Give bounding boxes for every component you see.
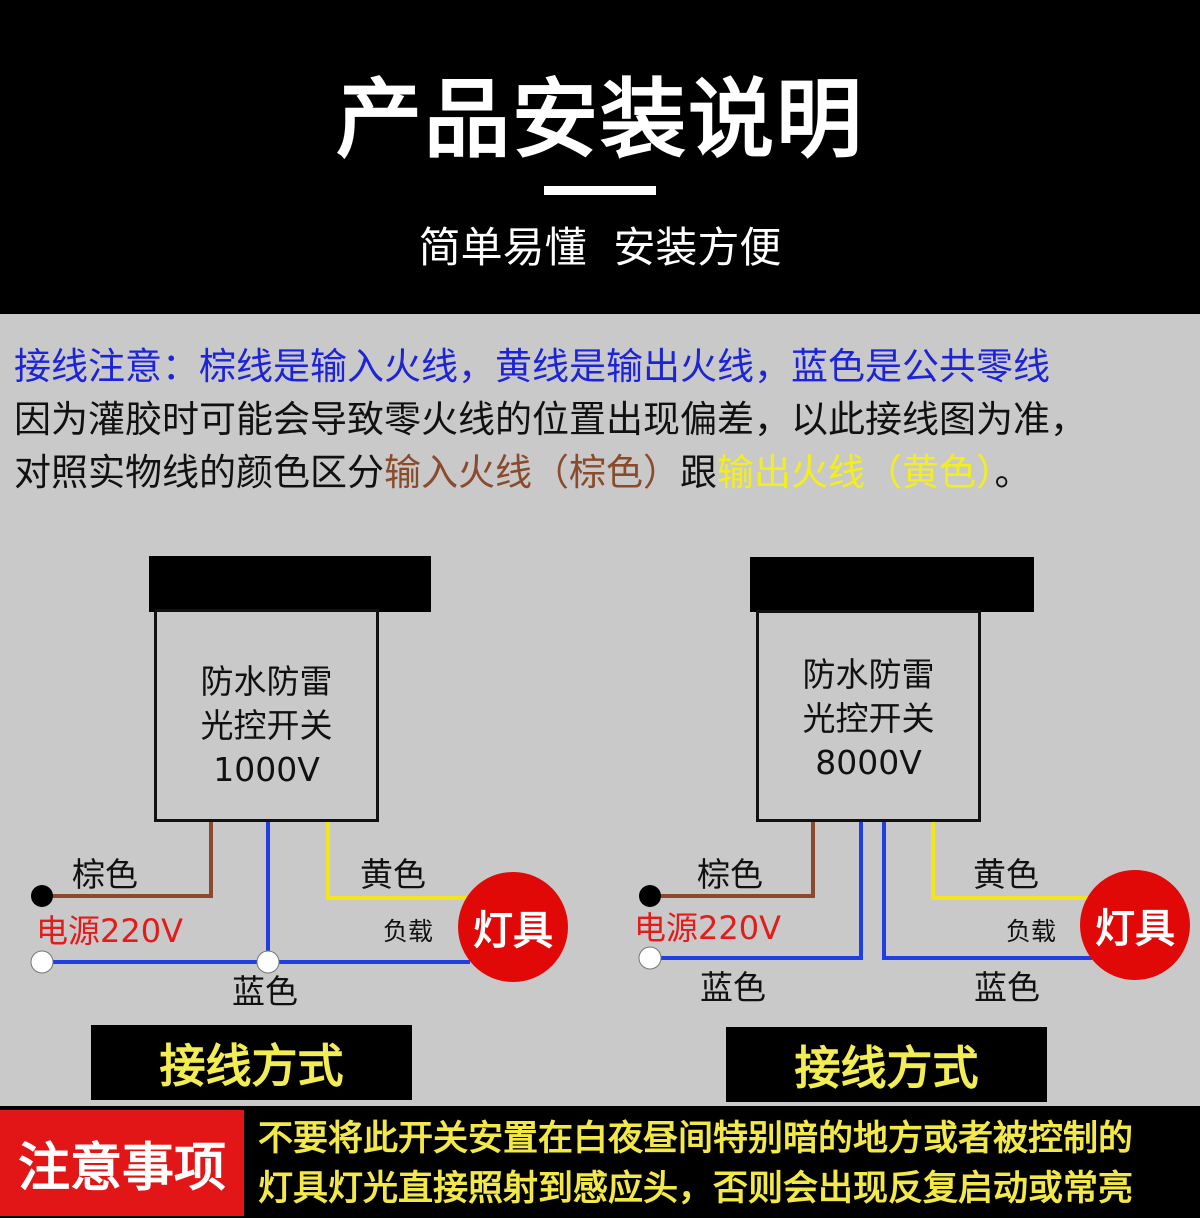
blue-label-2-left: 蓝色: [700, 968, 766, 1007]
notice-badge-label: 注意事项: [17, 1138, 226, 1199]
brown-wire-1: [42, 821, 213, 898]
switch-box-2: [756, 610, 981, 822]
notice-badge: 注意事项: [0, 1110, 244, 1216]
blue-wire-2b: [882, 821, 1092, 960]
switch-box-2-voltage: 8000V: [815, 743, 922, 782]
sensor-cap-2: [750, 557, 1034, 612]
terminal-dot-white-2: [638, 946, 662, 970]
load-label-2: 负载: [1006, 917, 1057, 946]
notes-line-3-end: 。: [994, 451, 1032, 494]
switch-box-1-voltage: 1000V: [213, 750, 320, 789]
notice-line-1: 不要将此开关安置在白夜昼间特别暗的地方或者被控制的: [258, 1119, 1134, 1159]
notes-line-3: 对照实物线的颜色区分输入火线（棕色）跟输出火线（黄色）。: [14, 446, 1194, 499]
blue-label-2-right: 蓝色: [974, 968, 1040, 1007]
sensor-cap-1: [149, 556, 431, 612]
yellow-wire-2: [931, 821, 1092, 900]
lamp-1-label: 灯具: [473, 908, 553, 954]
terminal-dot-black-2: [639, 885, 661, 907]
notes-input-live: 输入火线（棕色）: [384, 451, 680, 494]
power-label-1: 电源220V: [36, 912, 183, 950]
switch-box-2-line2: 光控开关: [802, 699, 935, 738]
lamp-2-label: 灯具: [1095, 906, 1175, 952]
switch-box-2-line1: 防水防雷: [802, 655, 935, 694]
title-underline: [544, 186, 656, 195]
notice-text: 不要将此开关安置在白夜昼间特别暗的地方或者被控制的 灯具灯光直接照射到感应头，否…: [258, 1114, 1198, 1214]
junction-dot-1: [256, 950, 280, 974]
caption-1-text: 接线方式: [159, 1038, 344, 1093]
caption-2-text: 接线方式: [794, 1040, 979, 1095]
header-banner: [0, 0, 1200, 314]
notes-line-1: 接线注意：棕线是输入火线，黄线是输出火线，蓝色是公共零线: [14, 345, 1050, 388]
terminal-dot-white-1: [30, 950, 54, 974]
brown-label-2: 棕色: [697, 855, 763, 894]
load-label-1: 负载: [383, 917, 434, 946]
page-subtitle: 简单易懂 安装方便: [418, 223, 782, 272]
lamp-2: 灯具: [1080, 870, 1190, 980]
power-label-2: 电源220V: [634, 909, 781, 947]
blue-wire-2a: [650, 821, 863, 960]
switch-box-1: [154, 609, 379, 822]
lamp-1: 灯具: [458, 872, 568, 982]
wiring-method-caption-2: 接线方式: [726, 1027, 1047, 1102]
yellow-wire-1: [326, 821, 470, 900]
brown-label-1: 棕色: [72, 855, 138, 894]
switch-box-2-text: 防水防雷 光控开关 8000V: [756, 653, 981, 785]
switch-box-1-line2: 光控开关: [200, 706, 333, 745]
blue-label-1: 蓝色: [232, 972, 298, 1011]
yellow-label-1: 黄色: [360, 855, 426, 894]
notes-output-live: 输出火线（黄色）: [717, 451, 995, 494]
yellow-label-2: 黄色: [973, 855, 1039, 894]
wiring-notes: 接线注意：棕线是输入火线，黄线是输出火线，蓝色是公共零线 因为灌胶时可能会导致零…: [14, 340, 1194, 499]
notes-line-3-mid: 跟: [680, 451, 717, 494]
notice-line-2: 灯具灯光直接照射到感应头，否则会出现反复启动或常亮: [258, 1169, 1134, 1209]
switch-box-1-text: 防水防雷 光控开关 1000V: [154, 660, 379, 792]
switch-box-1-line1: 防水防雷: [200, 662, 333, 701]
notes-line-2: 因为灌胶时可能会导致零火线的位置出现偏差，以此接线图为准，: [14, 398, 1087, 441]
terminal-dot-black-1: [31, 885, 53, 907]
brown-wire-2: [650, 821, 815, 898]
notes-line-3-prefix: 对照实物线的颜色区分: [14, 451, 384, 494]
wiring-method-caption-1: 接线方式: [91, 1025, 412, 1100]
page-title: 产品安装说明: [336, 70, 864, 170]
